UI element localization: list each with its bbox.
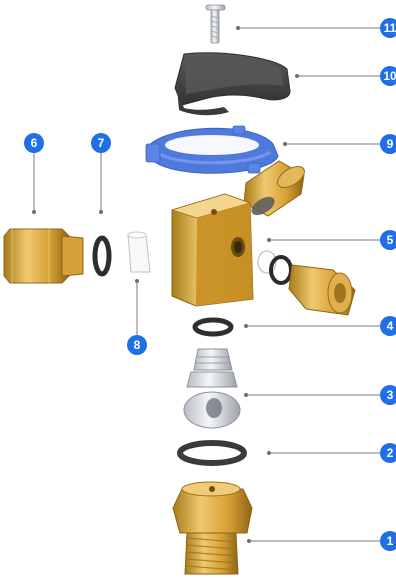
badge-label-11: 11 [384,21,396,35]
leader-dot-7 [99,210,103,214]
leader-dot-3 [244,393,248,397]
badges: 11 10 9 5 4 3 [24,18,396,551]
badge-4: 4 [380,316,396,336]
screw-part [205,4,226,44]
leader-dot-1 [247,539,251,543]
badge-7: 7 [91,133,111,153]
badge-1: 1 [380,531,396,551]
badge-label-10: 10 [383,69,396,83]
sleeve-part [127,231,151,273]
badge-label-5: 5 [387,233,394,247]
leader-dot-6 [32,210,36,214]
leader-dot-10 [295,74,299,78]
badge-label-2: 2 [387,446,394,460]
badge-label-9: 9 [387,137,394,151]
badge-label-4: 4 [387,319,394,333]
side-oring-part [92,235,112,277]
leader-dot-4 [244,324,248,328]
bottom-threaded-fitting-part [172,481,253,575]
badge-label-3: 3 [387,388,394,402]
badge-11: 11 [380,18,396,38]
badge-label-6: 6 [31,136,38,150]
badge-8: 8 [127,335,147,355]
side-nut-part [3,228,84,284]
handle-part [174,52,291,116]
leader-dot-2 [267,451,271,455]
badge-label-8: 8 [134,338,141,352]
leader-dot-11 [236,26,240,30]
valve-body-part [170,160,356,316]
leader-dot-8 [135,279,139,283]
leader-dot-9 [283,142,287,146]
blue-lock-nut-part [145,125,279,174]
valve-stem-part [183,348,241,429]
leader-dot-5 [267,238,271,242]
badge-10: 10 [380,66,396,86]
badge-3: 3 [380,385,396,405]
badge-5: 5 [380,230,396,250]
small-oring-part [192,317,234,337]
leader-lines [32,26,383,543]
badge-6: 6 [24,133,44,153]
large-oring-part [177,440,247,466]
badge-label-1: 1 [387,534,394,548]
badge-label-7: 7 [98,136,105,150]
badge-9: 9 [380,134,396,154]
badge-2: 2 [380,443,396,463]
